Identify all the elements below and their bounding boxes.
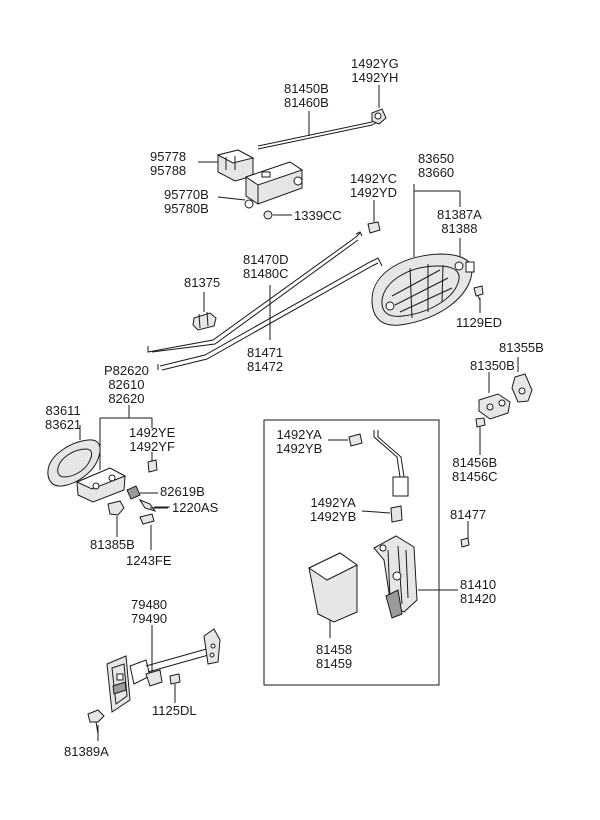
bracket-81355b — [511, 373, 533, 403]
label-81385b: 81385B — [90, 537, 135, 552]
label-1125dl: 1125DL — [152, 703, 197, 718]
screw-81477 — [460, 537, 470, 548]
label-82619b: 82619B — [160, 484, 205, 499]
clip-1492ya-upper — [348, 433, 363, 447]
clip-1492yc — [367, 221, 381, 234]
screw-1220as — [138, 498, 168, 512]
rod-81471 — [157, 257, 383, 371]
label-81355b: 81355B — [499, 340, 544, 355]
clip-82619b — [126, 485, 141, 500]
rod-81450b — [257, 115, 382, 150]
rod-81470d — [147, 231, 363, 353]
screw-81456b — [475, 417, 486, 433]
latch-81410 — [373, 535, 418, 619]
label-1129ed: 1129ED — [456, 315, 503, 330]
clip-1492ye — [147, 459, 158, 473]
bezel-83611 — [47, 439, 101, 487]
label-1220as: 1220AS — [172, 500, 219, 515]
cover-81458 — [307, 552, 358, 623]
inner-handle-82610 — [75, 467, 127, 503]
clip-1492yg — [371, 108, 387, 125]
check-79480 — [106, 628, 221, 713]
screw-1339cc — [263, 210, 273, 220]
label-1339cc: 1339CC — [294, 208, 342, 223]
striker-81350b — [478, 393, 511, 420]
assembly-box — [263, 419, 440, 686]
clip-81375 — [192, 311, 217, 331]
label-81477: 81477 — [450, 507, 487, 522]
rod-inner — [373, 430, 409, 497]
grommet-81385b — [107, 500, 125, 516]
handle-83650 — [371, 253, 475, 326]
label-81350b: 81350B — [470, 358, 515, 373]
clip-1492ya-lower — [390, 505, 403, 523]
leader-lines — [79, 85, 519, 741]
screw-1243fe — [139, 513, 155, 525]
module-95770b — [244, 161, 304, 209]
label-81375: 81375 — [184, 275, 221, 290]
label-1243fe: 1243FE — [126, 553, 172, 568]
bracket-95778 — [216, 149, 255, 182]
screw-1125dl — [169, 673, 181, 694]
screw-1129ed — [473, 285, 484, 301]
bolt-81389a — [87, 709, 105, 735]
label-81389a: 81389A — [64, 744, 109, 759]
